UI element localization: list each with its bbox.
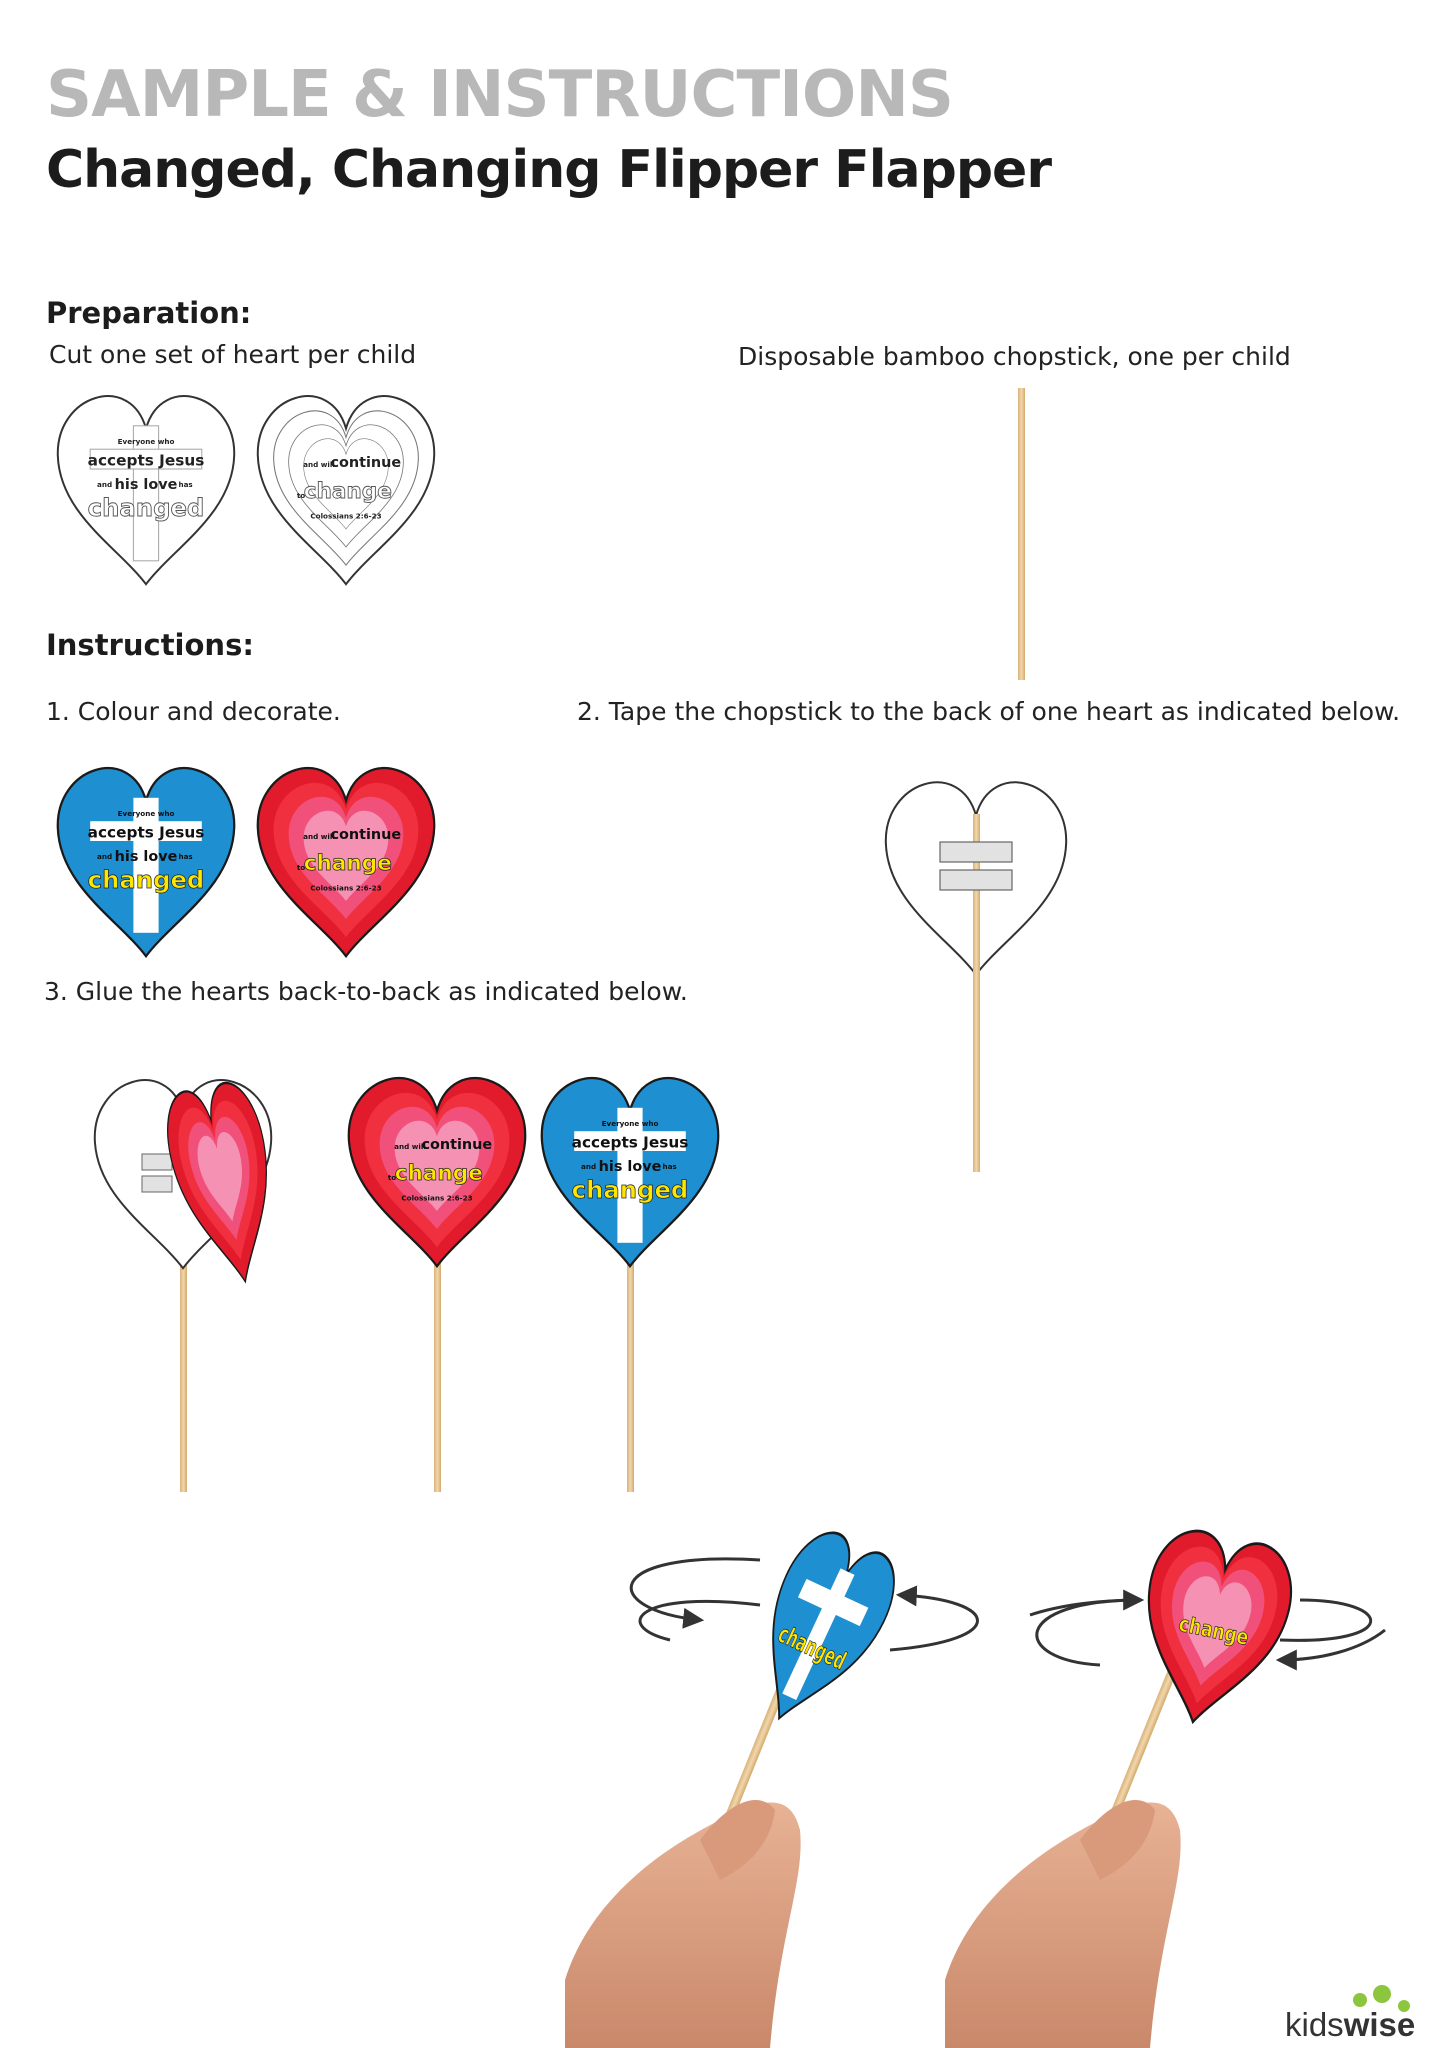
svg-text:kidswise: kidswise <box>1285 2006 1415 2043</box>
instructions-heading: Instructions: <box>46 628 254 662</box>
outline-front-and: and <box>97 480 112 489</box>
front-has: has <box>178 852 192 861</box>
chopstick <box>1018 388 1025 680</box>
outline-front-changed: changed <box>88 493 205 522</box>
page-title: SAMPLE & INSTRUCTIONS <box>46 58 954 132</box>
logo-text-kids: kids <box>1285 2006 1344 2043</box>
outline-back-continue: continue <box>330 455 401 471</box>
front-line2: accepts Jesus <box>88 823 205 841</box>
coloured-heart-front: Everyone who accepts Jesus and his love … <box>56 767 236 958</box>
preparation-item-hearts: Cut one set of heart per child <box>49 340 417 369</box>
front-line1: Everyone who <box>118 809 175 818</box>
outline-heart-front: Everyone who accepts Jesus and his love … <box>56 395 236 586</box>
hand-left <box>565 1635 807 2048</box>
tape-strip-bottom <box>939 869 1013 891</box>
kidswise-logo: kidswise <box>1285 1985 1415 2043</box>
glue-step-partial <box>93 1076 293 1492</box>
outline-front-line1: Everyone who <box>118 437 175 446</box>
front-changed: changed <box>88 865 205 894</box>
logo-dot-2 <box>1373 1985 1391 2003</box>
glued-heart-blue: Everyone who accepts Jesus and his love … <box>540 1077 720 1492</box>
outline-heart-back: and will continue to change Colossians 2… <box>256 395 436 586</box>
coloured-heart-back: and will continue to change Colossians 2… <box>256 767 436 958</box>
hand-right <box>945 1645 1187 2048</box>
glued-front-changed: changed <box>572 1175 689 1204</box>
outline-front-line2: accepts Jesus <box>88 451 205 469</box>
spinning-heart-red: change <box>1029 1521 1386 1738</box>
glued-front-has: has <box>662 1162 676 1171</box>
logo-dot-1 <box>1353 1993 1367 2007</box>
outline-front-has: has <box>178 480 192 489</box>
glued-back-continue: continue <box>421 1137 492 1153</box>
outline-back-verse: Colossians 2:6-23 <box>310 512 381 521</box>
glued-front-hislove: his love <box>599 1159 662 1175</box>
glued-heart-red: and will continue to change Colossians 2… <box>347 1077 527 1492</box>
back-continue: continue <box>330 827 401 843</box>
preparation-heading: Preparation: <box>46 296 252 330</box>
outline-front-hislove: his love <box>115 477 178 493</box>
glued-front-line2: accepts Jesus <box>572 1133 689 1151</box>
back-change: change <box>304 851 392 876</box>
spinning-heart-blue: changed <box>629 1520 979 1743</box>
step-1: 1. Colour and decorate. <box>46 697 341 726</box>
back-to: to <box>297 863 305 872</box>
taped-heart <box>884 781 1068 1172</box>
outline-back-to: to <box>297 491 305 500</box>
glued-back-verse: Colossians 2:6-23 <box>401 1194 472 1203</box>
page-subtitle: Changed, Changing Flipper Flapper <box>46 140 1052 200</box>
front-and: and <box>97 852 112 861</box>
logo-text-wise: wise <box>1343 2006 1416 2043</box>
preparation-item-chopstick: Disposable bamboo chopstick, one per chi… <box>738 342 1291 371</box>
back-andwill: and will <box>303 832 335 841</box>
tape-strip-top <box>939 841 1013 863</box>
step-3: 3. Glue the hearts back-to-back as indic… <box>44 977 688 1006</box>
front-hislove: his love <box>115 849 178 865</box>
glued-back-change: change <box>395 1161 483 1186</box>
back-verse: Colossians 2:6-23 <box>310 884 381 893</box>
outline-back-andwill: and will <box>303 460 335 469</box>
step-2: 2. Tape the chopstick to the back of one… <box>577 697 1401 726</box>
glued-back-to: to <box>388 1173 396 1182</box>
glued-front-line1: Everyone who <box>602 1119 659 1128</box>
taped-chopstick <box>973 814 980 1172</box>
glued-front-and: and <box>581 1162 596 1171</box>
outline-back-change: change <box>304 479 392 504</box>
glued-back-andwill: and will <box>394 1142 426 1151</box>
logo-dot-3 <box>1398 2000 1410 2012</box>
